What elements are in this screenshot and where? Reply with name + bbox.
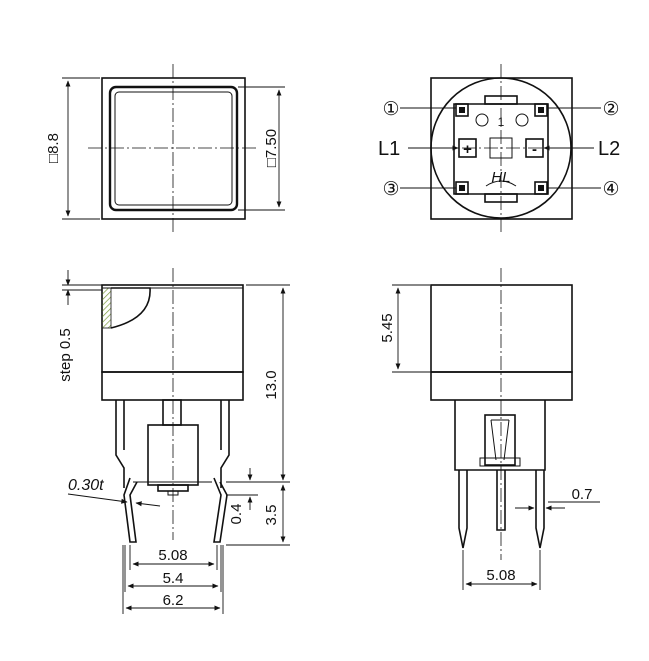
top-view: □8.8 □7.50 (45, 64, 285, 234)
pin-1-pad (455, 103, 469, 117)
l1-label: L1 (378, 138, 400, 160)
pin-view-top-latch (484, 95, 518, 105)
height-label: 13.0 (263, 370, 280, 399)
thickness-label: 0.30t (68, 477, 104, 494)
outer-size-label: □8.8 (45, 133, 62, 163)
pin-1-label: ① (382, 99, 399, 120)
pin-view-logo-swoosh (485, 180, 517, 187)
plus-sign: + (463, 141, 472, 158)
pin-offset-label: 0.4 (228, 504, 245, 525)
cap-height-label: 5.45 (379, 313, 396, 342)
side-view-lower-body (454, 400, 546, 471)
width-label: 6.2 (163, 592, 184, 609)
minus-sign: - (532, 141, 537, 158)
front-view-right-pin (213, 477, 228, 543)
outer-pin-span-label: 5.4 (163, 570, 184, 587)
side-view-housing (430, 371, 573, 401)
side-view-cap (430, 284, 573, 373)
l2-label: L2 (598, 138, 620, 160)
step-label: step 0.5 (57, 328, 74, 381)
side-pitch-label: 5.08 (486, 567, 515, 584)
pin-2-label: ② (602, 99, 619, 120)
inner-size-label: □7.50 (263, 129, 280, 167)
top-view-cap-inner (114, 91, 233, 206)
pin-view-hole-left (475, 113, 489, 127)
front-view-stem (162, 399, 182, 426)
top-view-outer-square (101, 77, 246, 220)
pin-view-bottom-latch (484, 193, 518, 203)
pin-3-label: ③ (382, 179, 399, 200)
pin-view-logo: HL (491, 169, 510, 186)
side-view: 5.45 0.7 5.08 (379, 268, 600, 590)
front-view-left-pin (123, 477, 138, 543)
top-view-cap-outer (108, 85, 239, 212)
pin-4-label: ④ (602, 179, 619, 200)
pin-2-pad (534, 103, 548, 117)
plus-terminal-box (458, 138, 477, 158)
front-view-housing (101, 371, 244, 401)
minus-terminal-box (525, 138, 544, 158)
pin-view-led-window (489, 137, 513, 159)
front-view-cap (101, 284, 244, 373)
pin-view-center-mark: 1 (498, 115, 505, 129)
front-view: step 0.5 13.0 3.5 0.4 0.30t 5.08 5.4 (57, 268, 290, 614)
pin-view-hole-right (515, 113, 529, 127)
front-view-cap-section (110, 287, 151, 329)
side-view-actuator (484, 414, 516, 466)
step-hatch (101, 287, 112, 329)
pin-view: 1 HL + - ① ② ③ ④ L1 L2 (378, 64, 620, 232)
side-view-center-pin (496, 470, 506, 531)
pin-length-label: 3.5 (263, 505, 280, 526)
side-view-right-pin (535, 470, 545, 549)
side-view-left-pin (458, 470, 468, 549)
pitch-label: 5.08 (158, 547, 187, 564)
pin-width-label: 0.7 (572, 486, 593, 503)
